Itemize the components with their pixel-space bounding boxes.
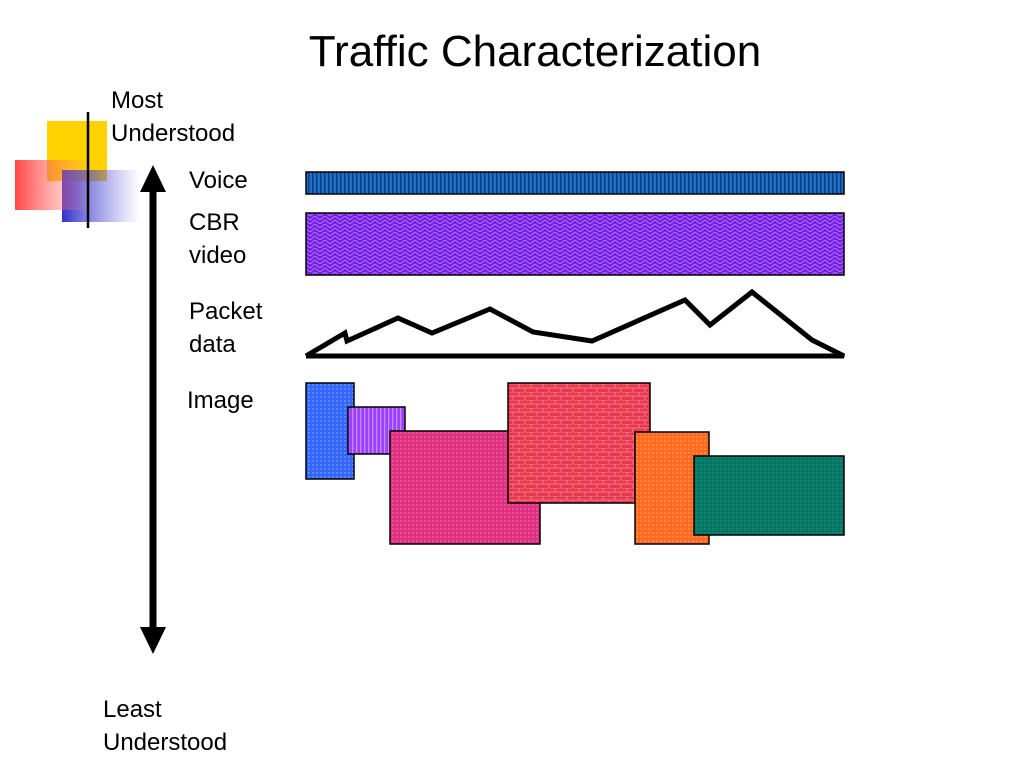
voice-label: Voice [189,167,248,194]
packet-data-label: Packet data [189,298,263,358]
image-block-blue [305,382,355,480]
image-label: Image [187,387,254,414]
least-understood-label: Least Understood [103,696,228,756]
arrow-up-icon [140,165,166,192]
cbr-video-bar [305,212,845,276]
deco-red-square [15,160,95,210]
cbr-video-label: CBR video [189,209,247,269]
voice-bar [305,171,845,195]
most-understood-label: Most Understood [111,87,236,147]
image-block-teal [693,455,845,536]
packet-data-line [304,288,846,359]
arrow-down-icon [140,627,166,654]
slide-title: Traffic Characterization [308,27,762,76]
image-block-red [507,382,651,504]
